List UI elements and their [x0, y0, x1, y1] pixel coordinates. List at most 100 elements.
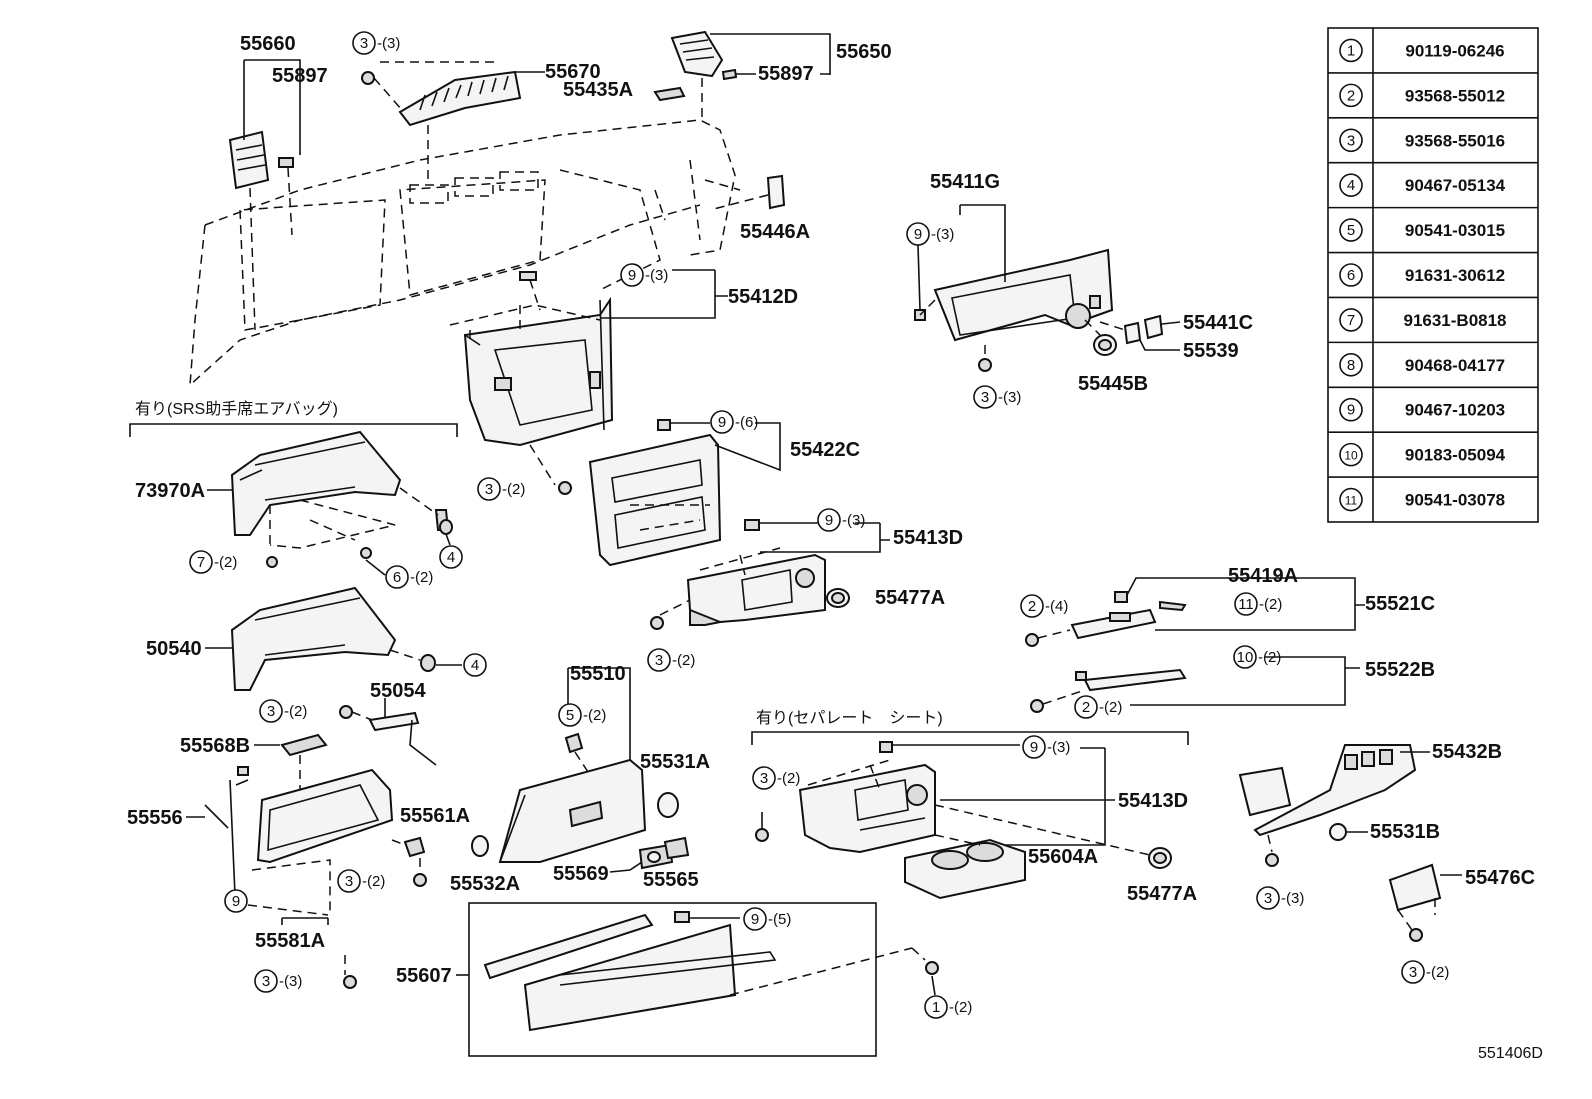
lock-55568B[interactable]: [254, 733, 328, 757]
console-panel-55413D[interactable]: [755, 741, 1115, 854]
rod-55556[interactable]: [204, 804, 229, 829]
glove-door-frame-55581A[interactable]: [229, 766, 394, 925]
center-frame-55412D[interactable]: [449, 269, 728, 447]
svg-text:1: 1: [932, 999, 940, 1016]
latch-55569[interactable]: [609, 843, 674, 873]
fastener-callout: 10-(2): [1233, 645, 1281, 669]
svg-text:3: 3: [760, 770, 768, 787]
bracket-55521C[interactable]: [1025, 577, 1365, 647]
cap-55445B[interactable]: [1084, 319, 1117, 356]
bracket-55522B[interactable]: [1030, 656, 1360, 713]
glove-box-50540[interactable]: [230, 586, 462, 691]
fastener-callout: 11-(2): [1234, 592, 1282, 616]
clip-55446A[interactable]: [709, 174, 786, 211]
clip-55435A[interactable]: [653, 86, 686, 102]
svg-text:4: 4: [471, 657, 479, 674]
table-part-number: 90467-10203: [1405, 401, 1505, 420]
srs-note-bracket: [129, 423, 458, 437]
svg-text:-(3): -(3): [998, 389, 1021, 406]
center-grille-55670[interactable]: [361, 61, 522, 127]
label-55413D-bottom: 55413D: [1118, 790, 1188, 812]
svg-text:-(4): -(4): [1045, 598, 1068, 615]
fastener-callout: 9-(3): [620, 263, 668, 287]
table-ref-number: 10: [1344, 449, 1358, 463]
svg-text:5: 5: [566, 707, 574, 724]
svg-text:3: 3: [262, 973, 270, 990]
svg-text:9: 9: [751, 911, 759, 928]
table-part-number: 90541-03015: [1405, 221, 1505, 240]
label-55521C: 55521C: [1365, 593, 1435, 615]
label-55531A: 55531A: [640, 751, 710, 773]
glove-box-73970A[interactable]: [230, 430, 453, 576]
knob-55477A-top[interactable]: [826, 588, 850, 608]
svg-text:-(2): -(2): [410, 569, 433, 586]
label-55054: 55054: [370, 680, 426, 702]
svg-text:3: 3: [655, 652, 663, 669]
switch-55539[interactable]: [1099, 321, 1180, 351]
svg-text:-(2): -(2): [1426, 964, 1449, 981]
fastener-callout: 4: [463, 653, 487, 677]
svg-text:11: 11: [1238, 596, 1254, 613]
control-panel-55413D[interactable]: [650, 519, 890, 630]
label-55539: 55539: [1183, 340, 1239, 362]
cluster-hood-55411G[interactable]: [914, 204, 1114, 372]
label-55445B: 55445B: [1078, 373, 1148, 395]
cap-55532A[interactable]: [471, 835, 489, 857]
svg-text:-(3): -(3): [931, 226, 954, 243]
label-55419A: 55419A: [1228, 565, 1298, 587]
svg-text:9: 9: [1030, 739, 1038, 756]
svg-text:-(2): -(2): [502, 481, 525, 498]
table-part-number: 93568-55012: [1405, 86, 1505, 105]
lower-panel-55432B[interactable]: [1238, 744, 1430, 867]
striker-55565[interactable]: [663, 836, 690, 860]
label-55569: 55569: [553, 863, 609, 885]
right-vent-55650[interactable]: [670, 30, 831, 81]
clip-55561A[interactable]: [391, 836, 427, 887]
side-vent-55660[interactable]: [228, 59, 301, 190]
label-55446A: 55446A: [740, 221, 810, 243]
label-55650: 55650: [836, 41, 892, 63]
table-ref-number: 5: [1347, 222, 1355, 239]
svg-text:9: 9: [718, 414, 726, 431]
label-55604A: 55604A: [1028, 846, 1098, 868]
table-ref-circle: [1339, 353, 1363, 377]
knob-55477A-bottom[interactable]: [934, 804, 1172, 869]
svg-text:2: 2: [1028, 598, 1036, 615]
table-ref-number: 4: [1347, 177, 1355, 194]
svg-text:-(2): -(2): [583, 707, 606, 724]
svg-text:3: 3: [1409, 964, 1417, 981]
table-part-number: 90541-03078: [1405, 491, 1505, 510]
fastener-callout: 7-(2): [189, 550, 237, 574]
cover-55476C[interactable]: [1388, 863, 1462, 942]
table-ref-number: 9: [1347, 402, 1355, 419]
label-55432B: 55432B: [1432, 741, 1502, 763]
glove-door-55510[interactable]: [498, 667, 647, 863]
damper-55054[interactable]: [339, 698, 437, 766]
table-part-number: 91631-30612: [1405, 266, 1505, 285]
cap-55531A[interactable]: [657, 792, 679, 818]
separate-seat-bracket: [751, 731, 1189, 745]
fastener-callout: 9: [224, 889, 248, 913]
label-55422C: 55422C: [790, 439, 860, 461]
svg-text:3: 3: [981, 389, 989, 406]
box-panel-55607[interactable]: [456, 911, 913, 1032]
label-55532A: 55532A: [450, 873, 520, 895]
cup-holder-55604A[interactable]: [904, 834, 1026, 900]
note-srs: 有り(SRS助手席エアバッグ): [135, 400, 338, 418]
label-55660: 55660: [240, 33, 296, 55]
fastener-callout: 3-(2): [337, 869, 385, 893]
table-ref-circle: [1339, 487, 1363, 512]
table-ref-circle: [1339, 128, 1363, 153]
table-ref-number: 8: [1347, 357, 1355, 374]
center-bezel-55422C[interactable]: [588, 419, 781, 567]
svg-text:-(3): -(3): [377, 35, 400, 52]
svg-text:-(3): -(3): [279, 973, 302, 990]
label-55581A: 55581A: [255, 930, 325, 952]
switch-55441C[interactable]: [1143, 314, 1181, 340]
svg-text:3: 3: [267, 703, 275, 720]
svg-text:-(2): -(2): [284, 703, 307, 720]
table-part-number: 93568-55016: [1405, 131, 1505, 150]
svg-text:3: 3: [1264, 890, 1272, 907]
label-55411G: 55411G: [930, 171, 1000, 193]
